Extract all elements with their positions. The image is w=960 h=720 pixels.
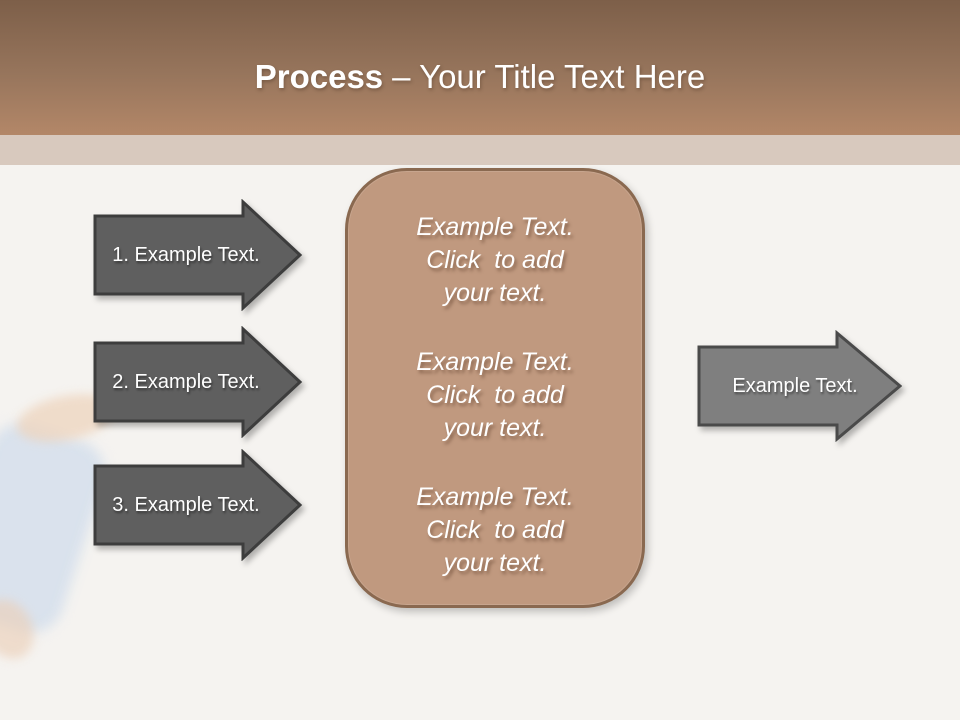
- text-placeholder-2[interactable]: Example Text. Click to add your text.: [416, 346, 573, 445]
- process-arrow-3[interactable]: 3. Example Text.: [93, 449, 303, 561]
- title-keyword: Process: [254, 57, 384, 95]
- arrow-shape: [93, 449, 303, 561]
- process-arrow-2[interactable]: 2. Example Text.: [93, 326, 303, 438]
- placeholder-line: Example Text.: [416, 348, 574, 376]
- process-arrow-1[interactable]: 1. Example Text.: [93, 199, 303, 311]
- arrow-shape: [93, 199, 303, 311]
- process-arrow-3-label: 3. Example Text.: [112, 493, 260, 516]
- arrow-shape: [93, 326, 303, 438]
- placeholder-line: Click to add: [426, 246, 564, 274]
- placeholder-line: Example Text.: [416, 483, 574, 511]
- output-arrow[interactable]: Example Text.: [697, 330, 902, 442]
- person-hand-lower: [0, 590, 44, 668]
- arrow-right-icon: [93, 199, 303, 311]
- arrow-right-icon: [697, 330, 902, 442]
- text-placeholder-1[interactable]: Example Text. Click to add your text.: [416, 211, 573, 310]
- process-arrow-1-label: 1. Example Text.: [112, 243, 260, 266]
- placeholder-line: Click to add: [426, 381, 564, 409]
- placeholder-line: your text.: [443, 549, 547, 577]
- arrow-right-icon: [93, 449, 303, 561]
- placeholder-line: Example Text.: [416, 213, 574, 241]
- placeholder-line: Click to add: [426, 516, 564, 544]
- placeholder-line: your text.: [443, 414, 547, 442]
- placeholder-line: your text.: [443, 279, 547, 307]
- center-panel[interactable]: Example Text. Click to add your text. Ex…: [345, 168, 645, 608]
- arrow-right-icon: [93, 326, 303, 438]
- process-arrow-2-label: 2. Example Text.: [112, 370, 260, 393]
- arrow-shape: [697, 330, 902, 442]
- slide-header: Process– Your Title Text Here: [0, 0, 960, 135]
- text-placeholder-3[interactable]: Example Text. Click to add your text.: [416, 481, 573, 580]
- output-arrow-label: Example Text.: [732, 374, 858, 397]
- slide-title[interactable]: Process– Your Title Text Here: [255, 39, 706, 97]
- title-subtitle: – Your Title Text Here: [392, 57, 706, 95]
- header-accent-strip: [0, 135, 960, 165]
